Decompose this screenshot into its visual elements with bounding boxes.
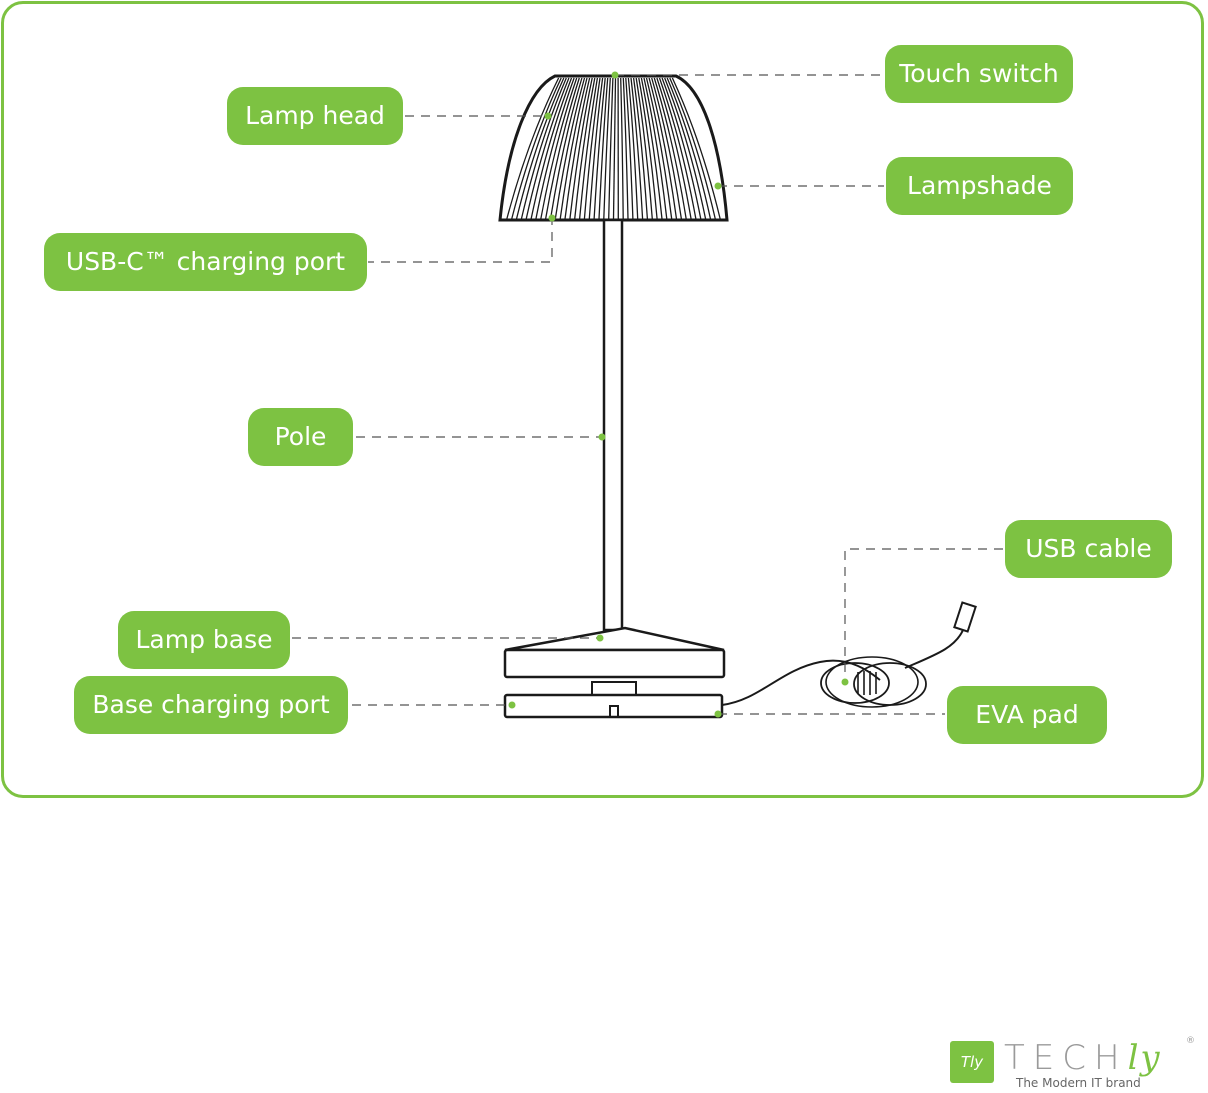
leader-usb-cable <box>844 548 1003 682</box>
lampshade-rib <box>643 77 668 220</box>
lamp-base-top <box>504 626 725 652</box>
brand-registered-mark: ® <box>1186 1036 1195 1046</box>
base-port-notch <box>609 705 619 716</box>
lampshade-rib <box>648 77 678 220</box>
dot-lamp-head <box>544 112 552 120</box>
lampshade-rib <box>554 77 586 220</box>
lampshade-rib <box>627 77 639 220</box>
lampshade-rib <box>506 77 560 220</box>
lampshade-rib <box>656 77 692 220</box>
lampshade-rib <box>620 77 624 220</box>
pole-shape <box>602 218 624 632</box>
leader-lines <box>292 74 1003 715</box>
callout-base-charging-port: Base charging port <box>74 676 348 734</box>
lampshade-rib <box>588 77 604 220</box>
lampshade-rib <box>549 77 583 220</box>
leader-usb-c-port <box>368 216 553 263</box>
callout-usb-cable: USB cable <box>1005 520 1172 578</box>
dot-touch-switch <box>611 71 619 79</box>
lampshade-rib <box>598 77 609 220</box>
lampshade-rib <box>661 77 702 220</box>
callout-eva-pad: EVA pad <box>947 686 1107 744</box>
dot-base-charging-port <box>508 701 516 709</box>
usb-cable-run <box>721 659 881 706</box>
lampshade-rib <box>559 77 588 220</box>
lampshade-rib <box>520 77 567 220</box>
callout-lamp-head: Lamp head <box>227 87 403 145</box>
lampshade-rib <box>638 77 658 220</box>
lampshade-rib <box>630 77 644 220</box>
lampshade-rib <box>515 77 565 220</box>
lampshade-rib <box>635 77 653 220</box>
lampshade-rib <box>525 77 570 220</box>
brand-tagline: The Modern IT brand <box>1016 1076 1141 1090</box>
usb-cable-lead <box>904 629 964 669</box>
lampshade-rib <box>651 77 683 220</box>
lampshade-rib <box>608 77 614 220</box>
lampshade-rib <box>511 77 562 220</box>
lampshade-rib <box>640 77 663 220</box>
lampshade-rib <box>612 77 617 220</box>
dot-usb-c-port <box>548 214 556 222</box>
callout-touch-switch: Touch switch <box>885 45 1073 103</box>
lampshade-rib <box>653 77 687 220</box>
callout-lampshade: Lampshade <box>886 157 1073 215</box>
dot-lampshade <box>714 182 722 190</box>
brand-mark-text: Tly <box>960 1053 984 1071</box>
lampshade-rib <box>658 77 697 220</box>
lampshade-rib <box>544 77 580 220</box>
lampshade-rib <box>578 77 599 220</box>
callout-usb-c-port: USB-C™ charging port <box>44 233 367 291</box>
lampshade-rib <box>603 77 611 220</box>
cable-loop-3 <box>825 656 919 708</box>
diagram-frame <box>1 1 1204 798</box>
lamp-illustration <box>292 71 1003 719</box>
base-connector <box>591 681 637 696</box>
lampshade-rib <box>622 77 629 220</box>
dot-usb-cable <box>841 678 849 686</box>
lampshade-rib <box>540 77 578 220</box>
cable-loop-1 <box>820 662 890 704</box>
callout-lamp-base: Lamp base <box>118 611 290 669</box>
lampshade-rib <box>535 77 575 220</box>
lampshade-rib <box>666 77 712 220</box>
lampshade-rib <box>530 77 573 220</box>
brand-word-tail: ly <box>1127 1038 1162 1078</box>
lampshade-rib <box>669 77 716 220</box>
dot-lamp-base <box>596 634 604 642</box>
lampshade-rib <box>664 77 707 220</box>
lamp-base-body <box>503 648 726 679</box>
techly-logo: Tly TECHly ® The Modern IT brand <box>948 1036 1208 1093</box>
dot-eva-pad <box>714 710 722 718</box>
lampshade-rib <box>564 77 591 220</box>
lampshade-rib <box>569 77 593 220</box>
dot-pole <box>598 433 606 441</box>
anchor-dots <box>508 71 849 718</box>
lampshade-rib <box>625 77 634 220</box>
lampshade-ribs <box>506 77 721 220</box>
cable-coil-wrap <box>857 671 877 695</box>
brand-mark-icon: Tly <box>950 1041 994 1083</box>
lampshade-rib <box>645 77 673 220</box>
lampshade-rib <box>574 77 596 220</box>
brand-word-main: TECH <box>1004 1038 1128 1078</box>
callout-pole: Pole <box>248 408 353 466</box>
brand-wordmark: TECHly <box>1004 1038 1162 1078</box>
lampshade-rib <box>671 77 721 220</box>
lampshade-rib <box>593 77 606 220</box>
usb-plug <box>953 601 977 633</box>
lampshade-rib <box>583 77 601 220</box>
lampshade-rib <box>632 77 649 220</box>
